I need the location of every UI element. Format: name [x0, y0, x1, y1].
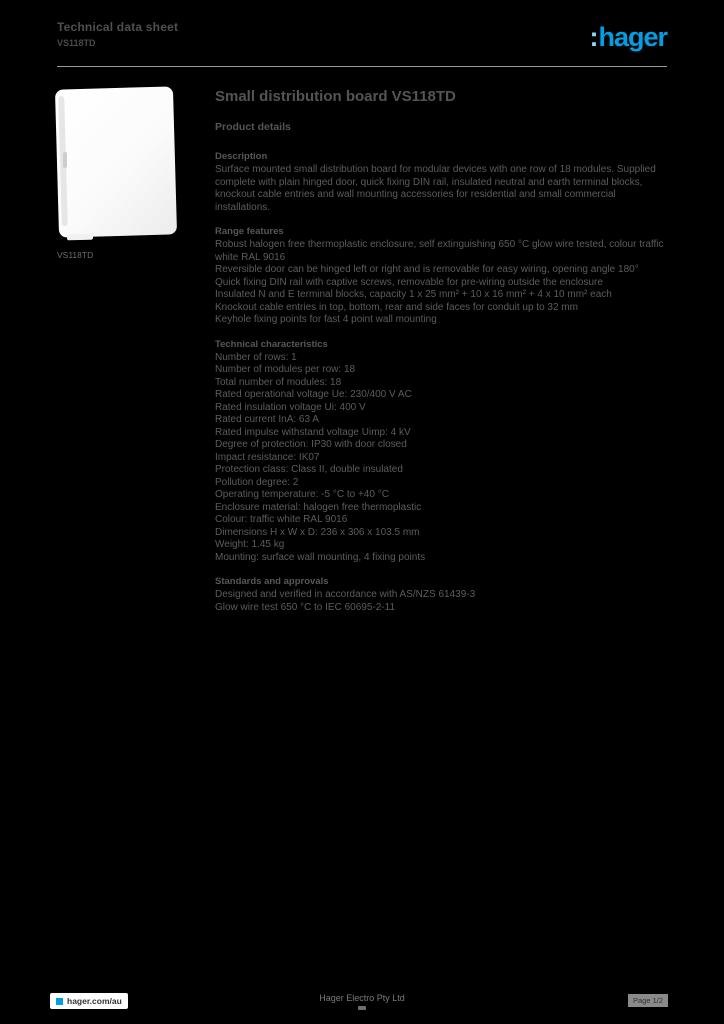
logo-colon-icon: : — [589, 22, 598, 52]
section-body: Designed and verified in accordance with… — [215, 589, 476, 613]
spec-section: Technical characteristics Number of rows… — [215, 339, 673, 565]
section-heading: Technical characteristics — [215, 338, 328, 350]
product-image-caption: VS118TD — [57, 250, 94, 260]
section-heading: Range features — [215, 226, 284, 237]
page-number-badge: Page 1/2 — [628, 994, 668, 1007]
hager-square-icon — [56, 997, 63, 1005]
document-header: Technical data sheet VS118TD — [57, 20, 357, 48]
document-reference: VS118TD — [57, 38, 96, 48]
spec-section: Description Surface mounted small distri… — [215, 151, 673, 214]
footer-separator-dot — [358, 1006, 366, 1010]
spec-section: Standards and approvals Designed and ver… — [215, 576, 673, 614]
enclosure-door-handle — [63, 152, 67, 168]
document-title: Technical data sheet — [57, 20, 179, 34]
section-heading: Standards and approvals — [215, 576, 329, 587]
header-divider — [57, 66, 667, 67]
logo-wordmark: hager — [598, 22, 668, 52]
enclosure-door-image — [54, 86, 178, 238]
main-content: Small distribution board VS118TD Product… — [215, 88, 673, 626]
page-subtitle: Product details — [215, 121, 291, 133]
section-heading: Description — [215, 151, 268, 162]
section-body: Robust halogen free thermoplastic enclos… — [215, 239, 664, 325]
section-body: Number of rows: 1 Number of modules per … — [215, 351, 426, 563]
footer-website-label: hager.com/au — [67, 996, 122, 1006]
enclosure-door-tab — [66, 233, 94, 241]
section-body: Surface mounted small distribution board… — [215, 164, 656, 213]
footer-website-link[interactable]: hager.com/au — [50, 993, 128, 1009]
product-image — [54, 86, 178, 241]
footer-company: Hager Electro Pty Ltd — [319, 993, 405, 1003]
product-visual: VS118TD — [54, 86, 178, 260]
spec-section: Range features Robust halogen free therm… — [215, 226, 673, 327]
page-title: Small distribution board VS118TD — [215, 88, 456, 105]
hager-logo: :hager — [589, 22, 668, 52]
footer-center: Hager Electro Pty Ltd — [212, 993, 512, 1010]
spec-sections: Description Surface mounted small distri… — [215, 151, 673, 614]
